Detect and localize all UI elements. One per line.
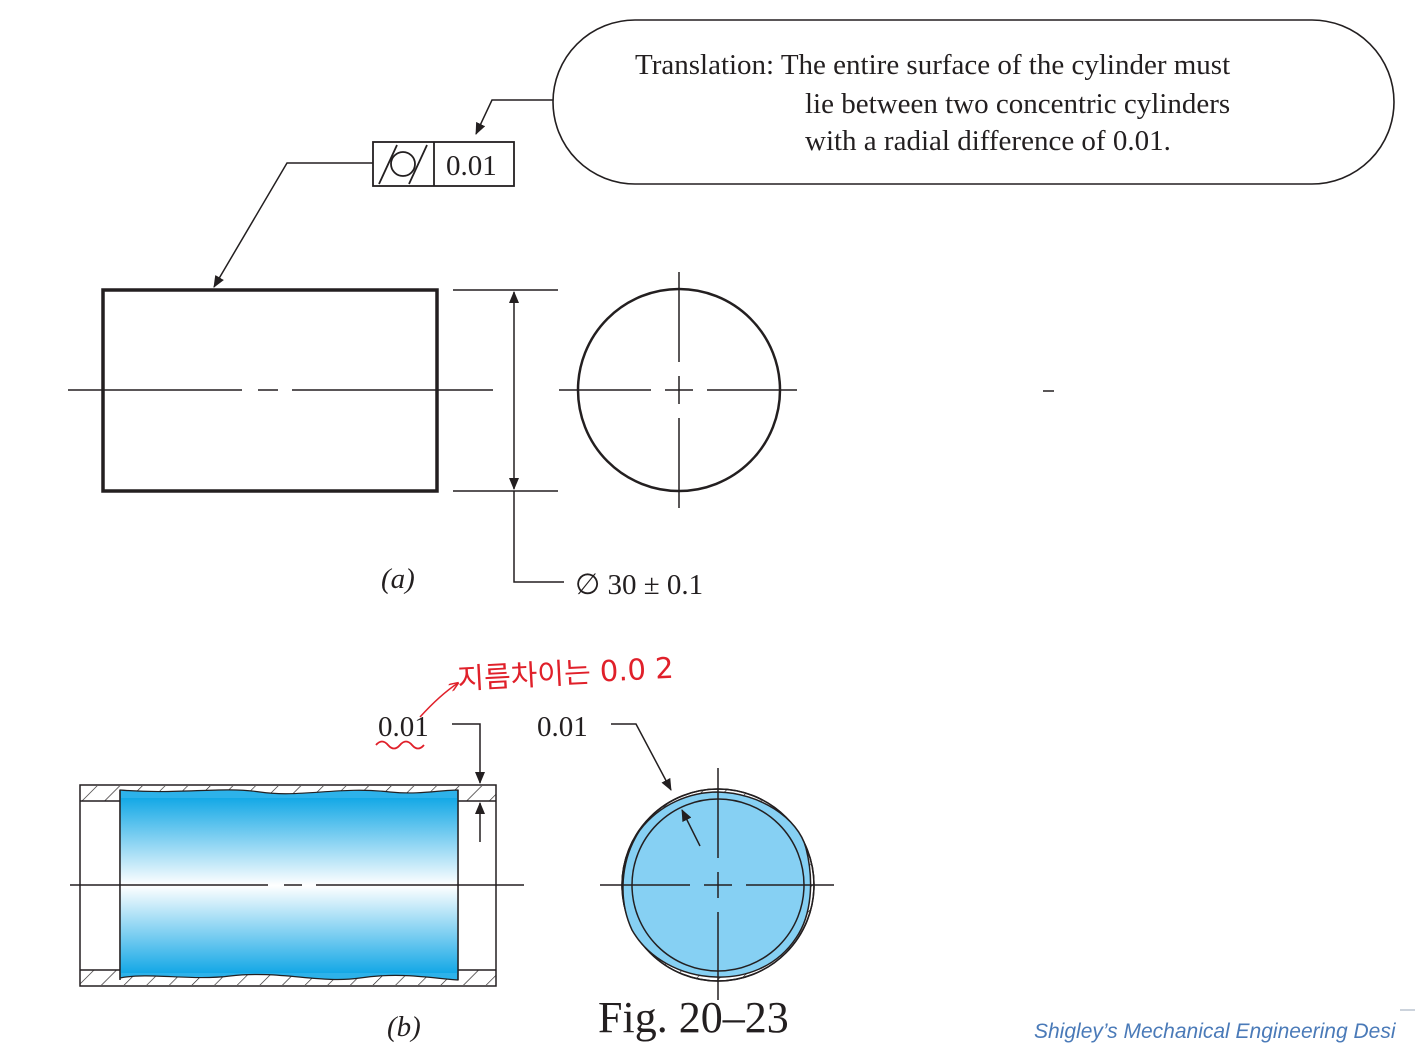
diameter-dimension: ∅ 30 ± 0.1: [453, 289, 703, 601]
view-a-side-view: [68, 288, 493, 493]
translation-callout: Translation: The entire surface of the c…: [552, 19, 1395, 185]
feature-control-frame: 0.01: [372, 141, 515, 187]
frame-leader: [213, 162, 373, 288]
callout-line-2: lie between two concentric cylinders: [805, 88, 1230, 120]
zone-right-value: 0.01: [537, 711, 588, 743]
callout-line-3: with a radial difference of 0.01.: [805, 125, 1171, 157]
zone-dimension-right: 0.01: [537, 711, 701, 847]
callout-line-1: Translation: The entire surface of the c…: [635, 49, 1230, 81]
source-credit: Shigley’s Mechanical Engineering Desi: [1034, 1020, 1397, 1043]
view-a-end-view: [559, 272, 797, 508]
frame-tolerance-value: 0.01: [446, 150, 497, 182]
diameter-dimension-text: ∅ 30 ± 0.1: [575, 569, 703, 601]
view-a-label: (a): [381, 563, 415, 595]
cylindricity-icon: [378, 144, 428, 185]
view-b-end-view: [600, 768, 834, 1000]
callout-leader: [475, 99, 553, 135]
view-b-side-view: [70, 784, 524, 987]
figure-caption: Fig. 20–23: [598, 993, 789, 1042]
handwritten-note: 지름차이는 0.0 2: [457, 651, 675, 696]
view-b-label: (b): [387, 1011, 421, 1043]
